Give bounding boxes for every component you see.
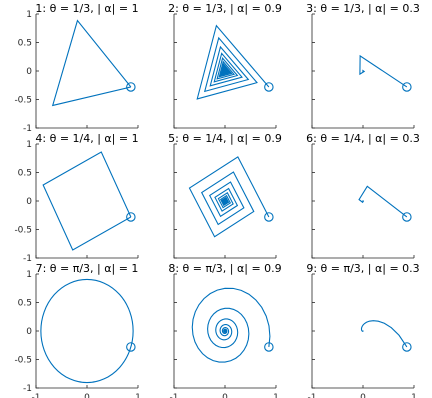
panel-title: 5: θ = 1/4, | α| = 0.9 <box>168 132 282 145</box>
start-point-marker <box>264 212 274 222</box>
panel-2: 2: θ = 1/3, | α| = 0.9 <box>168 2 282 129</box>
y-tick-label: 1 <box>26 270 32 280</box>
trajectory-line <box>358 185 408 218</box>
y-tick-label: -1 <box>23 124 32 134</box>
panel-title: 4: θ = 1/4, | α| = 1 <box>35 132 138 145</box>
x-tick-label: 0 <box>222 393 228 398</box>
start-point-marker <box>126 342 136 352</box>
x-tick-label: -1 <box>308 393 317 398</box>
y-tick-label: 1 <box>26 10 32 20</box>
panel-8: -1 0 1 8: θ = π/3, | α| = 0.9 <box>168 262 281 398</box>
x-tick-label: 1 <box>411 393 417 398</box>
y-tick-label: -1 <box>23 254 32 264</box>
y-tick-label: 0 <box>26 67 32 77</box>
y-tick-label: -0.5 <box>14 96 32 106</box>
y-tick-label: 1 <box>26 140 32 150</box>
panel-title: 3: θ = 1/3, | α| = 0.3 <box>306 2 420 15</box>
panel-title: 6: θ = 1/4, | α| = 0.3 <box>306 132 420 145</box>
axis-lines <box>35 144 138 259</box>
y-tick-label: 0.5 <box>18 169 32 179</box>
trajectory-line <box>188 156 270 238</box>
y-tick-label: -0.5 <box>14 356 32 366</box>
y-tick-label: -1 <box>23 384 32 394</box>
panel-title: 1: θ = 1/3, | α| = 1 <box>35 2 138 15</box>
y-tick-label: -0.5 <box>14 226 32 236</box>
trajectory-line <box>40 278 134 384</box>
panel-title: 8: θ = π/3, | α| = 0.9 <box>168 262 281 275</box>
trajectory-line <box>191 287 271 363</box>
x-tick-label: 0 <box>84 393 90 398</box>
y-tick-label: 0.5 <box>18 39 32 49</box>
trajectory-line <box>51 19 132 107</box>
x-tick-label: -1 <box>32 393 41 398</box>
start-point-marker <box>264 82 274 92</box>
panel-3: 3: θ = 1/3, | α| = 0.3 <box>306 2 420 129</box>
x-tick-label: 1 <box>135 393 141 398</box>
start-point-marker <box>126 212 136 222</box>
panel-title: 7: θ = π/3, | α| = 1 <box>36 262 139 275</box>
trajectory-line <box>360 320 408 348</box>
panel-title: 9: θ = π/3, | α| = 0.3 <box>306 262 419 275</box>
start-point-marker <box>264 342 274 352</box>
axis-lines <box>35 274 138 389</box>
trajectory-line <box>196 24 270 100</box>
x-tick-label: 0 <box>360 393 366 398</box>
panel-9: -1 0 1 9: θ = π/3, | α| = 0.3 <box>306 262 419 398</box>
panel-title: 2: θ = 1/3, | α| = 0.9 <box>168 2 282 15</box>
x-tick-label: 1 <box>273 393 279 398</box>
y-tick-label: 0 <box>26 327 32 337</box>
start-point-marker <box>402 212 412 222</box>
y-tick-label: 0.5 <box>18 299 32 309</box>
start-point-marker <box>402 82 412 92</box>
panel-7: -1 -0.5 0 0.5 1 -1 0 1 7: θ = π/3, | α| = 1 <box>14 262 140 398</box>
x-tick-label: -1 <box>170 393 179 398</box>
panel-6: 6: θ = 1/4, | α| = 0.3 <box>306 132 420 259</box>
start-point-marker <box>402 342 412 352</box>
start-point-marker <box>126 82 136 92</box>
panel-5: 5: θ = 1/4, | α| = 0.9 <box>168 132 282 259</box>
trajectory-line <box>42 151 132 251</box>
axis-lines <box>35 14 138 129</box>
trajectory-line <box>359 54 408 88</box>
y-tick-label: 0 <box>26 197 32 207</box>
